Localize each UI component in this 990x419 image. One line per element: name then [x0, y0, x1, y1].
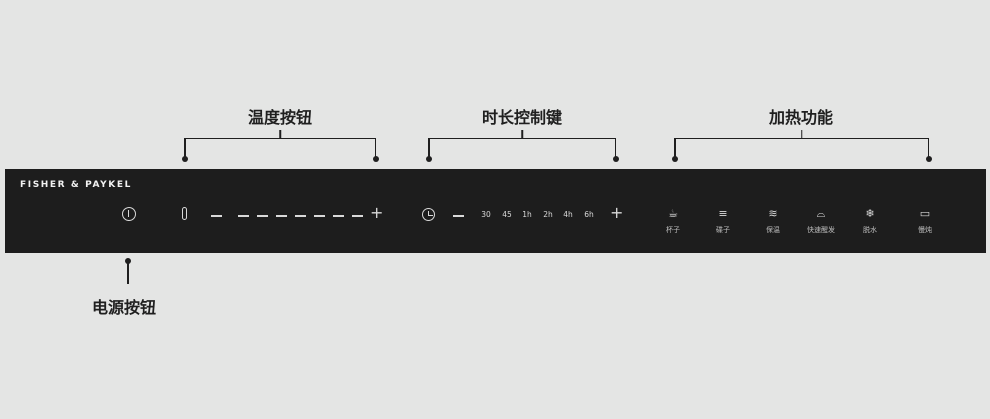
power-callout-line	[127, 260, 129, 284]
timer-plus-button[interactable]: +	[610, 203, 624, 222]
functions-bracket	[671, 130, 932, 162]
temperature-level-segment[interactable]	[314, 215, 325, 217]
brand-logo: FISHER & PAYKEL	[20, 180, 132, 190]
plates-icon: ≡	[718, 207, 728, 220]
clock-icon	[422, 208, 435, 221]
function-label: 快速醒发	[807, 226, 835, 234]
temperature-level-segment[interactable]	[352, 215, 363, 217]
cup-icon: ☕	[668, 207, 678, 220]
temperature-callout-label: 温度按钮	[247, 108, 313, 127]
timer-callout-label: 时长控制键	[481, 108, 563, 127]
timer-option-4h[interactable]: 4h	[563, 210, 573, 219]
function-plates-button[interactable]: ≡ 碟子	[698, 207, 748, 235]
thermometer-icon	[182, 207, 187, 220]
timer-option-45[interactable]: 45	[502, 210, 512, 219]
timer-option-1h[interactable]: 1h	[522, 210, 532, 219]
function-cup-button[interactable]: ☕ 杯子	[648, 207, 698, 235]
temperature-level-segment[interactable]	[295, 215, 306, 217]
temperature-plus-button[interactable]: +	[370, 203, 384, 222]
function-slow-cook-button[interactable]: ▭ 慢炖	[900, 207, 950, 235]
timer-bracket	[425, 130, 619, 162]
temperature-level-segment[interactable]	[257, 215, 268, 217]
function-label: 碟子	[716, 226, 730, 234]
slow-cook-icon: ▭	[919, 207, 931, 220]
temperature-level-segment[interactable]	[276, 215, 287, 217]
defrost-icon: ❄	[865, 207, 875, 220]
function-defrost-button[interactable]: ❄ 脱水	[845, 207, 895, 235]
function-label: 脱水	[863, 226, 877, 234]
temperature-level-segment[interactable]	[333, 215, 344, 217]
function-label: 杯子	[666, 226, 680, 234]
function-proofing-button[interactable]: ⌓ 快速醒发	[796, 207, 846, 235]
control-panel: FISHER & PAYKEL + 30 45 1h 2h 4h 6h + ☕ …	[5, 169, 986, 253]
function-keep-warm-button[interactable]: ≋ 保温	[748, 207, 798, 235]
function-label: 保温	[766, 226, 780, 234]
power-button-icon[interactable]	[122, 207, 136, 221]
temperature-minus-button[interactable]	[211, 215, 222, 217]
timer-minus-button[interactable]	[453, 215, 464, 217]
timer-option-30[interactable]: 30	[481, 210, 491, 219]
power-callout-label: 电源按钮	[91, 298, 157, 317]
temperature-level-segment[interactable]	[238, 215, 249, 217]
keep-warm-icon: ≋	[768, 207, 778, 220]
timer-option-2h[interactable]: 2h	[543, 210, 553, 219]
timer-option-6h[interactable]: 6h	[584, 210, 594, 219]
functions-callout-label: 加热功能	[768, 108, 834, 127]
temperature-bracket	[181, 130, 379, 162]
function-label: 慢炖	[918, 226, 932, 234]
proofing-icon: ⌓	[816, 207, 826, 220]
